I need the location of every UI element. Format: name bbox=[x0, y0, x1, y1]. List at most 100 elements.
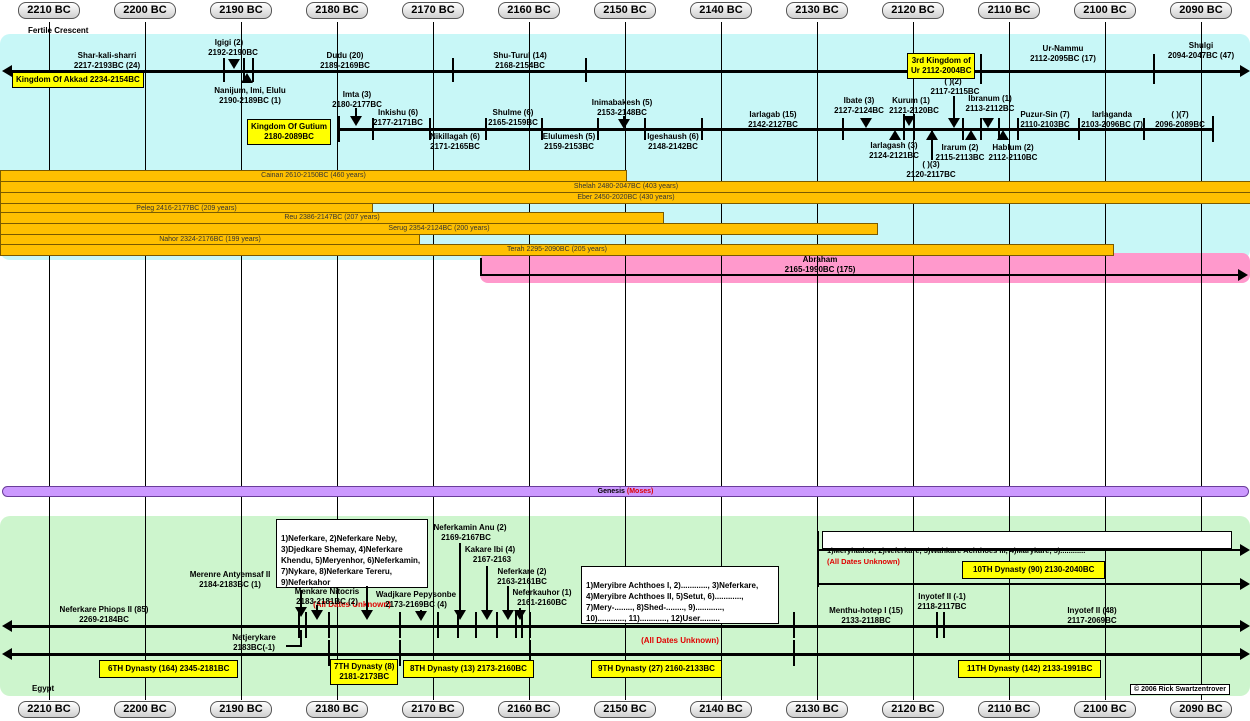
gutium-box-line1: Kingdom Of Gutium bbox=[251, 122, 327, 131]
dynasty-7-line2: 2181-2173BC bbox=[339, 672, 390, 681]
tick bbox=[298, 612, 300, 638]
tick bbox=[399, 640, 401, 666]
year-gridline bbox=[241, 22, 242, 700]
neferkare2-arrow bbox=[502, 610, 514, 620]
neferkauhor-arrow bbox=[514, 610, 526, 620]
egypt-label: Egypt bbox=[32, 684, 55, 693]
tick bbox=[252, 58, 254, 82]
year-label: 2200 BC bbox=[114, 2, 176, 19]
imta-dates: 2180-2177BC bbox=[332, 100, 382, 109]
hablum-name: Hablum (2) bbox=[992, 143, 1034, 152]
menthu-dates: 2133-2118BC bbox=[841, 616, 891, 625]
puzursin-name: Puzur-Sin (7) bbox=[1020, 110, 1070, 119]
merenre-dates: 2184-2183BC (1) bbox=[199, 580, 261, 589]
year-label: 2090 BC bbox=[1170, 2, 1232, 19]
year-gridline bbox=[529, 22, 530, 700]
tick bbox=[1078, 118, 1080, 140]
inkishu-name: Inkishu (6) bbox=[377, 108, 419, 117]
egypt-dynasty-arrow-right bbox=[1240, 648, 1250, 660]
tick bbox=[328, 612, 330, 638]
akkad-ur-line bbox=[10, 70, 1240, 73]
dynasty-8-box: 8TH Dynasty (13) 2173-2160BC bbox=[403, 660, 534, 678]
blank3-pointer bbox=[931, 130, 933, 160]
phiops-dates: 2269-2184BC bbox=[79, 615, 129, 624]
tick bbox=[457, 612, 459, 638]
tick bbox=[223, 58, 225, 82]
inyotef1-dates: 2118-2117BC bbox=[917, 602, 967, 611]
year-gridline bbox=[49, 22, 50, 700]
dynasty-7-line1: 7TH Dynasty (8) bbox=[334, 662, 395, 671]
shulme-dates: 2165-2159BC bbox=[488, 118, 538, 127]
ur-box-line2: Ur 2112-2004BC bbox=[911, 66, 972, 75]
dynasty-7-arrow bbox=[361, 610, 373, 620]
shulme-name: Shulme (6) bbox=[492, 108, 534, 117]
dynasty-7-kings-box: 1)Neferkare, 2)Neferkare Neby, 3)Djedkar… bbox=[276, 519, 428, 609]
neferkamin-dates: 2169-2167BC bbox=[441, 533, 491, 542]
iarlagash-dates: 2124-2121BC bbox=[869, 151, 919, 160]
iarlagash-arrow bbox=[889, 130, 901, 140]
dynasty-10-arrow bbox=[1240, 578, 1250, 590]
year-label: 2100 BC bbox=[1074, 2, 1136, 19]
ibranum-arrow bbox=[982, 118, 994, 128]
tick bbox=[936, 612, 938, 638]
blank2-name: ( )(2) bbox=[944, 77, 962, 86]
wadjkare-dates: 2173-2169BC (4) bbox=[385, 600, 447, 609]
genesis-band: Genesis (Moses) bbox=[2, 486, 1249, 497]
dynasty-10-box: 10TH Dynasty (90) 2130-2040BC bbox=[962, 561, 1106, 579]
year-gridline bbox=[433, 22, 434, 700]
tick bbox=[1143, 118, 1145, 140]
hablum-dates: 2112-2110BC bbox=[988, 153, 1038, 162]
egypt-dynasty-line bbox=[10, 653, 1240, 656]
dynasty-6-box: 6TH Dynasty (164) 2345-2181BC bbox=[99, 660, 239, 678]
neferkare2-name: Neferkare (2) bbox=[497, 567, 547, 576]
igigi-name: Igigi (2) bbox=[214, 38, 244, 47]
phiops-name: Neferkare Phiops II (85) bbox=[59, 605, 149, 614]
tick bbox=[980, 54, 982, 84]
tick bbox=[903, 114, 905, 140]
igeshaush-name: Igeshaush (6) bbox=[647, 132, 699, 141]
tick bbox=[962, 118, 964, 140]
tick bbox=[305, 612, 307, 638]
abraham-start-tick bbox=[480, 258, 482, 276]
egypt-kings-line bbox=[10, 625, 1240, 628]
dynasty-10-upper-arrow bbox=[1240, 544, 1250, 556]
tick bbox=[793, 612, 795, 638]
shulgi-arrow-right bbox=[1240, 65, 1250, 77]
netjerykare-name: Netjerykare bbox=[232, 633, 276, 642]
year-gridline bbox=[1009, 22, 1010, 700]
year-gridline bbox=[913, 22, 914, 700]
year-label: 2160 BC bbox=[498, 701, 560, 718]
merenre-arrow bbox=[295, 607, 307, 617]
ibranum-dates: 2113-2112BC bbox=[965, 104, 1015, 113]
year-label: 2180 BC bbox=[306, 701, 368, 718]
dynasty-9-dates-unknown: (All Dates Unknown) bbox=[641, 636, 719, 645]
abraham-dates: 2165-1990BC (175) bbox=[784, 265, 856, 274]
neferkamin-arrow bbox=[454, 610, 466, 620]
dudu-name: Dudu (20) bbox=[326, 51, 364, 60]
nikillagah-dates: 2171-2165BC bbox=[430, 142, 480, 151]
menkare-arrow bbox=[311, 610, 323, 620]
inimabakesh-arrow bbox=[618, 119, 630, 129]
inimabakesh-name: Inimabakesh (5) bbox=[591, 98, 653, 107]
shulgi-dates: 2094-2047BC (47) bbox=[1167, 51, 1235, 60]
tick bbox=[585, 58, 587, 82]
year-label: 2130 BC bbox=[786, 701, 848, 718]
year-label: 2150 BC bbox=[594, 701, 656, 718]
blank7-name: ( )(7) bbox=[1171, 110, 1189, 119]
tick bbox=[452, 58, 454, 82]
year-label: 2150 BC bbox=[594, 2, 656, 19]
elulumesh-dates: 2159-2153BC bbox=[544, 142, 594, 151]
iarlagab-dates: 2142-2127BC bbox=[748, 120, 798, 129]
tick bbox=[485, 118, 487, 140]
imta-pointer bbox=[355, 108, 357, 118]
tick bbox=[338, 116, 340, 142]
tick bbox=[980, 118, 982, 140]
neferkare2-dates: 2163-2161BC bbox=[497, 577, 547, 586]
year-label: 2210 BC bbox=[18, 2, 80, 19]
tick bbox=[943, 612, 945, 638]
wadjkare-name: Wadjkare Pepysonbe bbox=[375, 590, 457, 599]
kurum-dates: 2121-2120BC bbox=[889, 106, 939, 115]
kakare-pointer bbox=[486, 566, 488, 614]
inyotef2-name: Inyotef II (48) bbox=[1067, 606, 1117, 615]
